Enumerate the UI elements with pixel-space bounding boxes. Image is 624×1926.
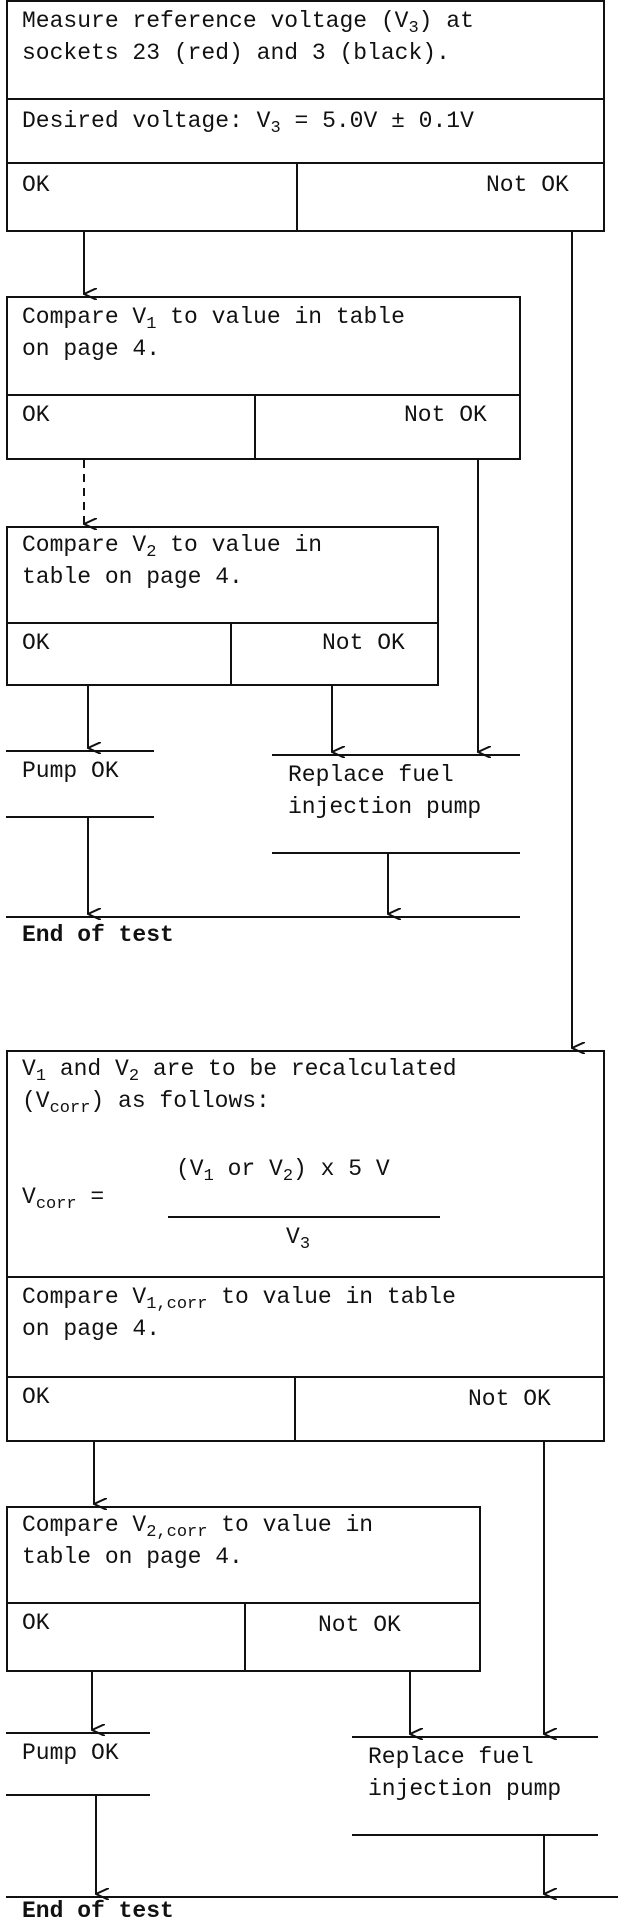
compare-v2corr-line2: table on page 4. [22, 1544, 243, 1570]
recalc-line2: (Vcorr) as follows: [22, 1088, 270, 1118]
replace-pump-line1: Replace fuel [288, 762, 454, 788]
end-of-test-label: End of test [22, 1898, 174, 1924]
fraction-bar [168, 1216, 440, 1218]
pump-ok-label: Pump OK [22, 1740, 119, 1766]
compare-v2corr-line1: Compare V2,corr to value in [22, 1512, 374, 1542]
step4-ok-label: OK [22, 1384, 50, 1410]
divider [6, 162, 605, 164]
divider [6, 1602, 481, 1604]
measure-instruction-line2: sockets 23 (red) and 3 (black). [22, 40, 450, 66]
pump-ok-bottom-line [6, 816, 154, 818]
divider [230, 622, 232, 686]
replace-pump-line1: Replace fuel [368, 1744, 534, 1770]
compare-v2-box [6, 526, 439, 686]
step4-not-ok-label: Not OK [468, 1386, 551, 1412]
formula-lhs: Vcorr = [22, 1184, 105, 1214]
divider [6, 1276, 605, 1278]
formula-denominator: V3 [286, 1224, 311, 1254]
replace-pump-line2: injection pump [368, 1776, 562, 1802]
replace-pump-bottom-line [272, 852, 520, 854]
divider [294, 1376, 296, 1442]
step5-not-ok-label: Not OK [318, 1612, 401, 1638]
step3-not-ok-label: Not OK [322, 630, 405, 656]
formula-numerator: (V1 or V2) x 5 V [176, 1156, 390, 1186]
compare-v2-line2: table on page 4. [22, 564, 243, 590]
compare-v2-line1: Compare V2 to value in [22, 532, 323, 562]
pump-ok-top-line [6, 750, 154, 752]
step1-ok-label: OK [22, 172, 50, 198]
compare-v2corr-box [6, 1506, 481, 1672]
end-of-test-line [6, 916, 520, 918]
compare-v1corr-line1: Compare V1,corr to value in table [22, 1284, 456, 1314]
compare-v1-box [6, 296, 521, 460]
recalc-line1: V1 and V2 are to be recalculated [22, 1056, 457, 1086]
step1-not-ok-label: Not OK [486, 172, 569, 198]
end-of-test-line [6, 1896, 618, 1898]
step2-ok-label: OK [22, 402, 50, 428]
replace-pump-top-line [272, 754, 520, 756]
replace-pump-line2: injection pump [288, 794, 482, 820]
step5-ok-label: OK [22, 1610, 50, 1636]
pump-ok-label: Pump OK [22, 758, 119, 784]
replace-pump-top-line [352, 1736, 598, 1738]
measure-voltage-box [6, 0, 605, 232]
divider [6, 98, 605, 100]
measure-instruction-line1: Measure reference voltage (V3) at [22, 8, 474, 38]
end-of-test-label: End of test [22, 922, 174, 948]
step2-not-ok-label: Not OK [404, 402, 487, 428]
divider [6, 622, 439, 624]
compare-v1corr-line2: on page 4. [22, 1316, 161, 1342]
compare-v1-line1: Compare V1 to value in table [22, 304, 405, 334]
divider [254, 394, 256, 460]
pump-ok-bottom-line [6, 1794, 150, 1796]
divider [6, 1376, 605, 1378]
pump-ok-top-line [6, 1732, 150, 1734]
desired-voltage-text: Desired voltage: V3 = 5.0V ± 0.1V [22, 108, 474, 138]
divider [244, 1602, 246, 1672]
compare-v1-line2: on page 4. [22, 336, 161, 362]
divider [296, 162, 298, 232]
recalculation-box [6, 1050, 605, 1442]
step3-ok-label: OK [22, 630, 50, 656]
replace-pump-bottom-line [352, 1834, 598, 1836]
divider [6, 394, 521, 396]
